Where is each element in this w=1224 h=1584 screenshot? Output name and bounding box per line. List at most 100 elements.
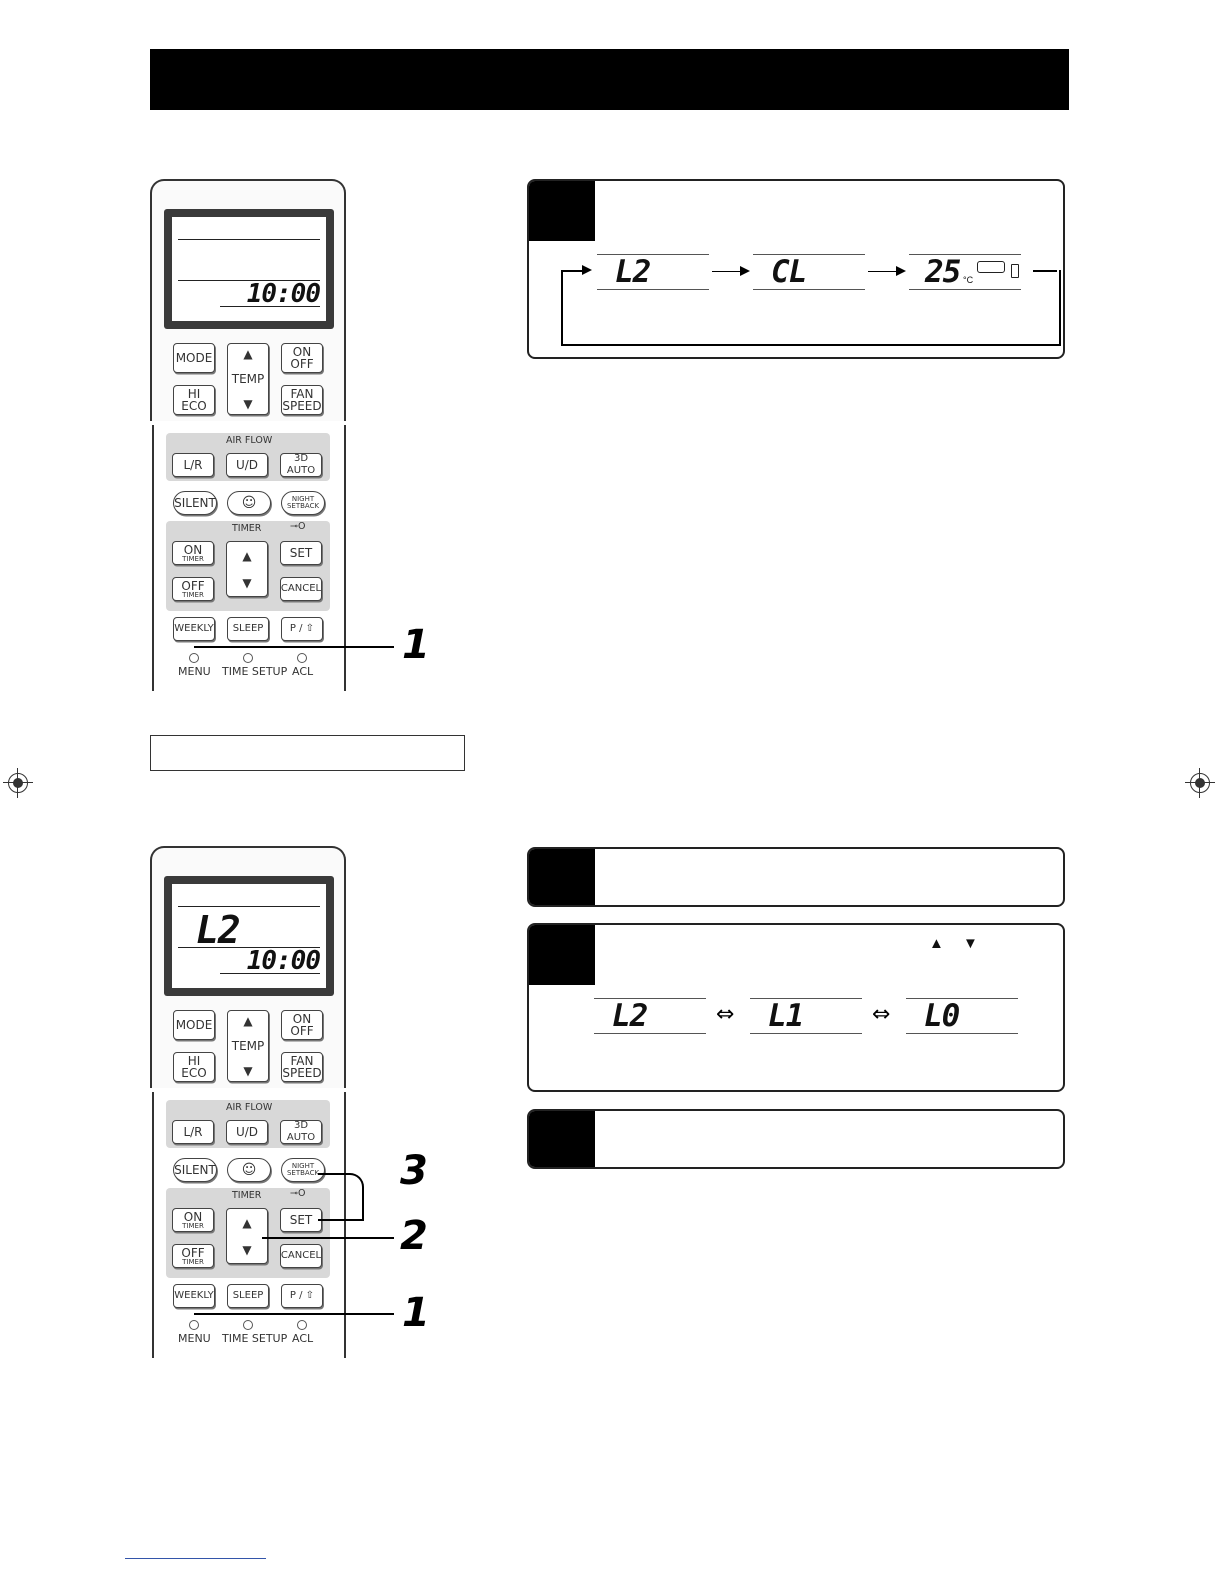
airflow-panel: AIR FLOW L/R U/D 3D AUTO bbox=[166, 433, 330, 481]
timer-updown-button[interactable]: ▲▼ bbox=[226, 1208, 268, 1264]
arrow-right-icon bbox=[582, 265, 592, 275]
callout-1: 1 bbox=[402, 1290, 430, 1336]
set-button[interactable]: SET bbox=[280, 1208, 322, 1232]
weekly-button[interactable]: WEEKLY bbox=[173, 1284, 215, 1308]
weekly-button[interactable]: WEEKLY bbox=[173, 617, 215, 641]
menu-button[interactable] bbox=[189, 1320, 199, 1330]
lcd-code: L2 bbox=[196, 908, 241, 952]
loop-line bbox=[561, 270, 1061, 346]
note-box bbox=[150, 735, 465, 771]
temp-button[interactable]: ▲ TEMP ▼ bbox=[227, 1010, 269, 1082]
callout-3: 3 bbox=[400, 1148, 428, 1194]
menu-button[interactable] bbox=[189, 653, 199, 663]
mode-button[interactable]: MODE bbox=[173, 1010, 215, 1040]
mode-button[interactable]: MODE bbox=[173, 343, 215, 373]
lcd-time: 10:00 bbox=[246, 946, 321, 976]
ud-button[interactable]: U/D bbox=[226, 453, 268, 477]
3d-auto-button[interactable]: 3D AUTO bbox=[280, 1120, 322, 1144]
footer-rule bbox=[125, 1558, 266, 1559]
acl-button[interactable] bbox=[297, 1320, 307, 1330]
step-box-2: ▲ ▼ bbox=[527, 923, 1065, 1092]
airflow-panel: AIR FLOW L/R U/D 3D AUTO bbox=[166, 1100, 330, 1148]
acl-button[interactable] bbox=[297, 653, 307, 663]
callout-1: 1 bbox=[402, 622, 430, 668]
lr-button[interactable]: L/R bbox=[172, 1120, 214, 1144]
callout-line-1 bbox=[194, 646, 394, 648]
double-arrow-icon: ⇔ bbox=[872, 1002, 891, 1027]
step-number-block bbox=[529, 849, 595, 905]
lr-button[interactable]: L/R bbox=[172, 453, 214, 477]
registration-mark-right-icon bbox=[1185, 768, 1215, 798]
3d-auto-button[interactable]: 3D AUTO bbox=[280, 453, 322, 477]
remote-lcd: 10:00 bbox=[164, 209, 334, 329]
callout-line-3 bbox=[318, 1173, 364, 1221]
indoor-unit-icon bbox=[977, 261, 1005, 273]
callout-line-1 bbox=[194, 1313, 394, 1315]
arrow-right-icon bbox=[740, 266, 750, 276]
silent-button[interactable]: SILENT bbox=[173, 491, 217, 515]
fan-character-icon[interactable]: ☺ bbox=[227, 1158, 271, 1182]
display-cl: CL bbox=[753, 254, 865, 290]
step-number-block bbox=[529, 925, 595, 985]
step-number-block bbox=[529, 1111, 595, 1167]
key-lock-icon: ⊸O bbox=[290, 1188, 306, 1199]
double-arrow-icon: ⇔ bbox=[716, 1002, 735, 1027]
lcd-time: 10:00 bbox=[246, 279, 321, 309]
sleep-button[interactable]: SLEEP bbox=[227, 1284, 269, 1308]
display-l1: L1 bbox=[750, 998, 862, 1034]
key-lock-icon: ⊸O bbox=[290, 521, 306, 532]
header-bar bbox=[150, 49, 1069, 110]
temp-down-icon: ▼ bbox=[243, 397, 253, 411]
ud-button[interactable]: U/D bbox=[226, 1120, 268, 1144]
up-arrow-icon: ▲ bbox=[929, 935, 944, 952]
remote-lcd: L2 10:00 bbox=[164, 876, 334, 996]
arrow-right-icon bbox=[896, 266, 906, 276]
cancel-button[interactable]: CANCEL bbox=[280, 1244, 322, 1268]
fan-character-icon[interactable]: ☺ bbox=[227, 491, 271, 515]
time-setup-button[interactable] bbox=[243, 1320, 253, 1330]
temp-up-icon: ▲ bbox=[243, 1014, 253, 1028]
down-arrow-icon: ▼ bbox=[963, 935, 978, 952]
time-setup-button[interactable] bbox=[243, 653, 253, 663]
power-diffuse-button[interactable]: P / ⇧ bbox=[281, 1284, 323, 1308]
callout-2: 2 bbox=[400, 1213, 428, 1259]
power-diffuse-button[interactable]: P / ⇧ bbox=[281, 617, 323, 641]
timer-updown-button[interactable]: ▲▼ bbox=[226, 541, 268, 597]
set-button[interactable]: SET bbox=[280, 541, 322, 565]
remote-icon bbox=[1011, 264, 1019, 278]
step-box-1 bbox=[527, 847, 1065, 907]
step-number-block bbox=[529, 181, 595, 241]
temp-button[interactable]: ▲ TEMP ▼ bbox=[227, 343, 269, 415]
callout-line-2 bbox=[262, 1237, 394, 1239]
display-l0: L0 bbox=[906, 998, 1018, 1034]
temp-down-icon: ▼ bbox=[243, 1064, 253, 1078]
step-box-sequence bbox=[527, 179, 1065, 359]
silent-button[interactable]: SILENT bbox=[173, 1158, 217, 1182]
display-l2: L2 bbox=[594, 998, 706, 1034]
cancel-button[interactable]: CANCEL bbox=[280, 577, 322, 601]
sleep-button[interactable]: SLEEP bbox=[227, 617, 269, 641]
step-box-3 bbox=[527, 1109, 1065, 1169]
temp-up-icon: ▲ bbox=[243, 347, 253, 361]
display-25c: 25 °C bbox=[909, 254, 1021, 290]
